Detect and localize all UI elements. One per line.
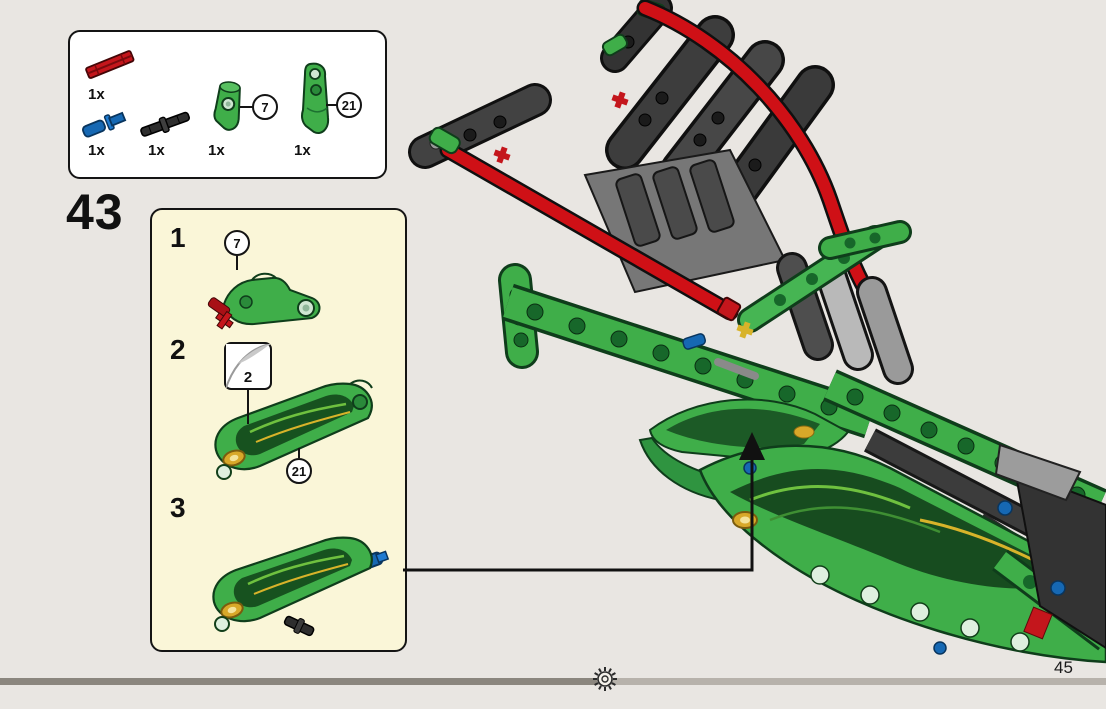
part-count-blue-pin: 1x (88, 142, 105, 159)
part-blue-pin-image (82, 111, 127, 138)
part-green-connector-image (213, 81, 241, 131)
callout-leader (236, 256, 238, 270)
sticker-leader (247, 390, 249, 424)
callout-leader (298, 448, 300, 458)
substep-2-number: 2 (170, 334, 186, 365)
model-render (408, 0, 1106, 664)
part-green-panel-image (301, 62, 330, 134)
sticker-callout: 2 (224, 342, 272, 390)
callout-21-badge: 21 (336, 92, 362, 118)
callout-7-number: 7 (261, 99, 269, 115)
sticker-peel-icon (226, 344, 270, 388)
progress-bar-fill (0, 678, 597, 685)
part-black-pin-image (140, 111, 190, 137)
progress-gear-sun-icon (593, 667, 617, 691)
callout-7-badge: 7 (252, 94, 278, 120)
page-number: 45 (1054, 658, 1073, 677)
part-count-black-pin: 1x (148, 142, 165, 159)
callout-21-number: 21 (341, 97, 357, 113)
substep-3-part-image (212, 536, 390, 637)
sticker-number: 2 (243, 369, 253, 386)
callout-leader (326, 104, 338, 106)
substeps-panel: 1 7 2 2 (150, 208, 407, 652)
part-red-axle-image (85, 50, 135, 79)
substep-1-callout-badge: 7 (224, 230, 250, 256)
part-count-green-connector: 1x (208, 142, 225, 159)
callout-leader (240, 106, 254, 108)
part-count-green-panel: 1x (294, 142, 311, 159)
substep-2-part-image (214, 379, 373, 480)
substep-2-callout-badge: 21 (286, 458, 312, 484)
substep-1-part-image (207, 272, 321, 330)
parts-callout-box: 1x 1x 1x 1x (68, 30, 387, 179)
substep-2-callout-number: 21 (291, 463, 307, 479)
part-count-red-axle: 1x (88, 86, 105, 103)
substep-3-number: 3 (170, 492, 186, 523)
substep-1-number: 1 (170, 222, 186, 253)
substep-1-callout-number: 7 (233, 235, 241, 251)
step-number: 43 (66, 184, 124, 240)
